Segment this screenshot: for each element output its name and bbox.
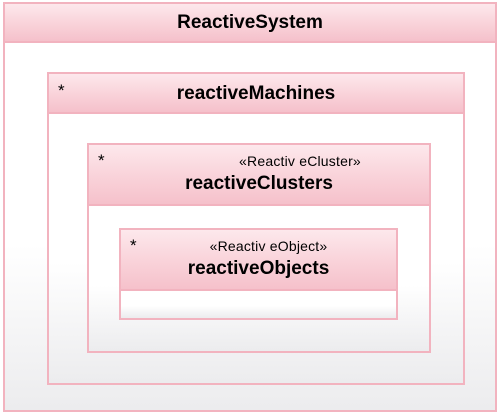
reactive-system-title: ReactiveSystem [177, 12, 323, 33]
reactive-system-box: ReactiveSystem * reactiveMachines * «Rea… [3, 2, 497, 412]
reactive-clusters-stereotype: «Reactiv eCluster» [239, 153, 361, 169]
reactive-objects-stereotype: «Reactiv eObject» [209, 238, 328, 254]
reactive-objects-box: * «Reactiv eObject» reactiveObjects [119, 228, 398, 320]
reactive-clusters-box: * «Reactiv eCluster» reactiveClusters * … [87, 143, 431, 353]
reactive-objects-body [121, 291, 396, 318]
reactive-system-header: ReactiveSystem [5, 4, 495, 43]
reactive-machines-title: reactiveMachines [176, 83, 336, 104]
reactive-machines-header: * reactiveMachines [49, 74, 463, 114]
reactive-clusters-multiplicity: * [98, 151, 105, 170]
reactive-machines-box: * reactiveMachines * «Reactiv eCluster» … [47, 72, 465, 385]
reactive-objects-title: reactiveObjects [187, 258, 330, 279]
reactive-clusters-title: reactiveClusters [185, 173, 333, 194]
reactive-objects-multiplicity: * [130, 236, 137, 255]
reactive-clusters-header: * «Reactiv eCluster» reactiveClusters [89, 145, 429, 206]
reactive-objects-header: * «Reactiv eObject» reactiveObjects [121, 230, 396, 291]
reactive-machines-multiplicity: * [58, 81, 65, 100]
